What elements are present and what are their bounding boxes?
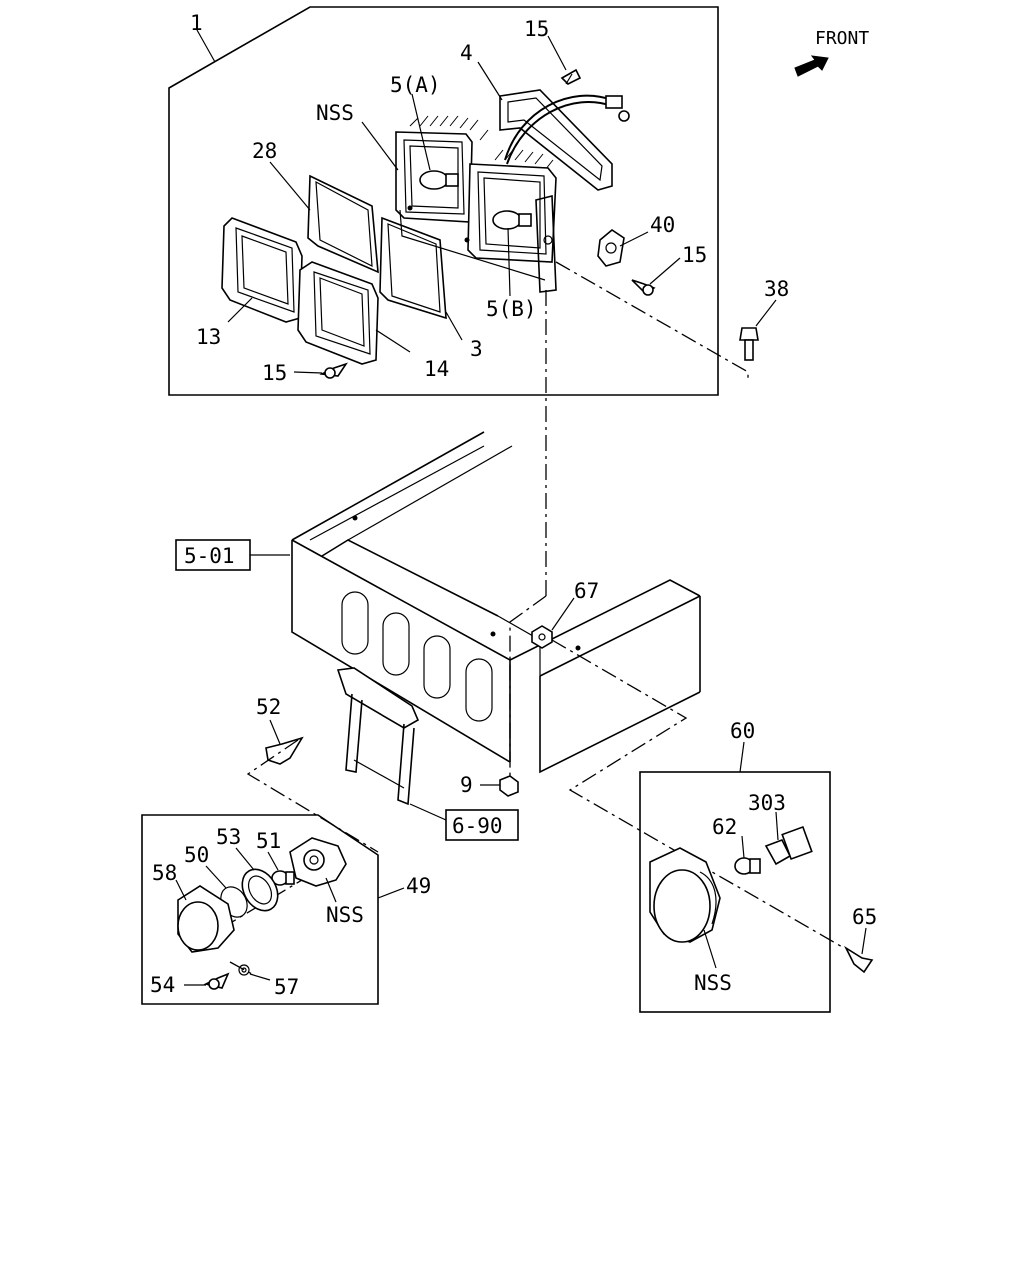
headlamp-leaders: [227, 35, 777, 374]
label-seal-50: 50: [184, 843, 209, 867]
fog-lamp-group-box: 60: [639, 719, 831, 1013]
side-marker-group-box: 49: [141, 814, 431, 1005]
fog-lamp-socket-icon: [764, 811, 813, 866]
screw-bottom-icon: [319, 362, 348, 379]
label-nut-frame: 67: [574, 579, 599, 603]
label-nut-lower: 9: [460, 773, 473, 797]
headlamp-housing: [395, 115, 557, 293]
headlamp-group-number: 1: [190, 11, 203, 35]
bulb-b-icon: [492, 210, 532, 230]
label-nss-fog: NSS: [694, 971, 732, 995]
label-seal-upper: 28: [252, 139, 277, 163]
fog-lamp-bulb-icon: [734, 835, 761, 875]
fog-bolt-icon: [844, 927, 874, 974]
label-lens-lower: 14: [424, 357, 449, 381]
label-screw-bottom: 15: [262, 361, 287, 385]
label-frame-reference: 5-01: [184, 544, 235, 568]
label-washer-57: 57: [274, 975, 299, 999]
bracket-reference-box: 6-90: [409, 803, 519, 841]
label-clip: 52: [256, 695, 281, 719]
bolt-headlamp-icon: [739, 327, 759, 361]
label-nss-marker: NSS: [326, 903, 364, 927]
gasket-53-icon: [235, 847, 279, 912]
fog-lamp-icon: [649, 847, 721, 943]
fog-lamp-group-number: 60: [730, 719, 755, 743]
label-bracket-reference: 6-90: [452, 814, 503, 838]
side-marker-base-icon: [289, 837, 347, 887]
connector-plate-icon: [597, 229, 625, 267]
label-fog-lamp-socket: 303: [748, 791, 786, 815]
frame-reference-box: 5-01: [175, 539, 290, 571]
washer-57-icon: [238, 964, 271, 981]
label-fog-bolt: 65: [852, 905, 877, 929]
seal-upper-icon: [307, 174, 379, 274]
headlamp-bracket-icon: [499, 89, 630, 191]
label-connector-plate: 40: [650, 213, 675, 237]
label-screw-top: 15: [524, 17, 549, 41]
nut-frame-icon: [531, 597, 575, 649]
headlamp-group-box: 1: [168, 6, 719, 396]
label-bolt-headlamp: 38: [764, 277, 789, 301]
front-label: FRONT: [815, 28, 869, 49]
frame-crossmember: [291, 431, 701, 806]
lens-left-icon: [221, 217, 303, 323]
label-bulb-a: 5(A): [390, 73, 441, 97]
front-arrow-icon: [794, 55, 829, 77]
label-lens-58: 58: [152, 861, 177, 885]
side-marker-group-number: 49: [406, 874, 431, 898]
label-screw-54: 54: [150, 973, 175, 997]
nut-lower-icon: [480, 775, 519, 797]
label-screw-right: 15: [682, 243, 707, 267]
seal-right-icon: [379, 216, 447, 320]
label-headlamp-bracket: 4: [460, 41, 473, 65]
lens-lower-icon: [297, 261, 379, 365]
label-bulb-b: 5(B): [486, 297, 537, 321]
label-nss-headlamp: NSS: [316, 101, 354, 125]
label-fog-lamp-bulb: 62: [712, 815, 737, 839]
label-gasket-53: 53: [216, 825, 241, 849]
label-seal-right: 3: [470, 337, 483, 361]
screw-top-icon: [560, 68, 582, 85]
label-lens-left: 13: [196, 325, 221, 349]
front-direction-indicator: FRONT: [794, 28, 869, 77]
lens-58-icon: [175, 879, 235, 953]
label-bulb-51: 51: [256, 829, 281, 853]
bulb-a-icon: [419, 170, 459, 190]
screw-54-icon: [184, 972, 230, 990]
screw-right-icon: [631, 279, 656, 296]
